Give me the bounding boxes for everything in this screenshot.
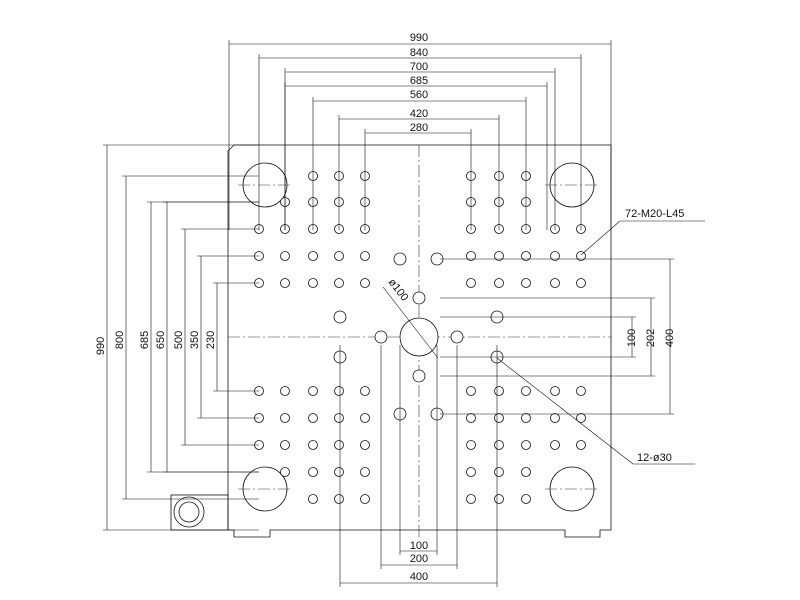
tie-bar-holes — [238, 162, 599, 512]
left-dim-500: 500 — [173, 331, 185, 349]
left-dim-685: 685 — [139, 331, 151, 349]
left-dim-650: 650 — [155, 331, 167, 349]
top-dim-685: 685 — [410, 75, 428, 87]
thread-hole — [334, 440, 344, 450]
center-hole-leader — [382, 286, 439, 359]
dimension-lines — [103, 40, 674, 587]
callouts: 72-M20-L45 12-ø30 ø100 — [386, 208, 705, 465]
thread-hole — [550, 440, 560, 450]
thread-hole — [360, 413, 370, 423]
thread-hole — [521, 440, 531, 450]
thread-hole — [360, 386, 370, 396]
thread-hole — [280, 413, 290, 423]
left-dim-230: 230 — [205, 331, 217, 349]
thread-hole — [360, 251, 370, 261]
thread-hole — [360, 278, 370, 288]
thread-hole — [334, 413, 344, 423]
thread-hole — [576, 251, 586, 261]
thread-hole — [334, 251, 344, 261]
thread-hole — [494, 413, 504, 423]
top-dim-560: 560 — [410, 89, 428, 101]
thread-hole — [550, 386, 560, 396]
thread-hole — [550, 413, 560, 423]
left-dim-800: 800 — [114, 331, 126, 349]
thread-hole — [308, 467, 318, 477]
thread-holes-callout: 72-M20-L45 — [625, 208, 684, 220]
thread-hole — [308, 494, 318, 504]
thread-hole — [280, 278, 290, 288]
thread-hole — [334, 467, 344, 477]
top-dim-840: 840 — [410, 47, 428, 59]
thread-hole — [521, 467, 531, 477]
right-dim-100: 100 — [626, 329, 638, 347]
top-dim-700: 700 — [410, 61, 428, 73]
thread-hole — [280, 251, 290, 261]
bottom-dim-100: 100 — [410, 540, 428, 552]
thread-hole — [334, 494, 344, 504]
thread-hole — [466, 467, 476, 477]
thread-hole — [466, 386, 476, 396]
top-dim-280: 280 — [410, 122, 428, 134]
thread-hole — [308, 440, 318, 450]
thread-hole — [494, 251, 504, 261]
thread-hole — [550, 278, 560, 288]
right-dim-400: 400 — [664, 329, 676, 347]
thread-hole — [521, 413, 531, 423]
right-dimension-labels: 100 202 400 — [626, 329, 676, 347]
thread-hole — [308, 278, 318, 288]
center-locating-hole — [399, 317, 439, 357]
thread-hole — [308, 413, 318, 423]
thread-hole — [360, 440, 370, 450]
thread-hole — [280, 386, 290, 396]
thread-hole — [521, 278, 531, 288]
pin-hole — [412, 369, 426, 383]
pin-hole — [374, 330, 388, 344]
thread-hole — [334, 386, 344, 396]
thread-hole — [308, 386, 318, 396]
thread-hole — [466, 251, 476, 261]
pin-hole — [393, 252, 407, 266]
top-dimension-labels: 990 840 700 685 560 420 280 — [410, 32, 428, 134]
top-dim-420: 420 — [410, 108, 428, 120]
top-dim-990: 990 — [410, 32, 428, 44]
thread-hole — [334, 278, 344, 288]
thread-hole — [521, 386, 531, 396]
bottom-dim-400: 400 — [410, 571, 428, 583]
pin-hole — [412, 291, 426, 305]
thread-hole — [494, 494, 504, 504]
thread-hole — [521, 251, 531, 261]
left-dimension-labels: 990 800 685 650 500 350 230 — [95, 331, 217, 355]
thread-hole — [466, 440, 476, 450]
thread-hole — [280, 440, 290, 450]
bottom-dim-200: 200 — [410, 553, 428, 565]
pin-hole — [450, 330, 464, 344]
thread-hole — [576, 440, 586, 450]
thread-hole — [494, 386, 504, 396]
thread-hole — [466, 494, 476, 504]
thread-hole — [466, 413, 476, 423]
thread-hole — [576, 278, 586, 288]
thread-hole — [550, 251, 560, 261]
center-hole-callout: ø100 — [386, 276, 411, 303]
bottom-dimension-labels: 100 200 400 — [410, 540, 428, 583]
thread-hole — [521, 494, 531, 504]
thread-hole — [280, 467, 290, 477]
right-dim-202: 202 — [645, 329, 657, 347]
thread-hole — [576, 413, 586, 423]
thread-hole — [360, 494, 370, 504]
left-dim-990: 990 — [95, 337, 107, 355]
thread-hole — [466, 278, 476, 288]
thread-hole — [360, 467, 370, 477]
thread-hole — [576, 386, 586, 396]
left-dim-350: 350 — [189, 331, 201, 349]
thread-hole — [308, 251, 318, 261]
thread-hole — [494, 278, 504, 288]
ejector-box — [170, 494, 229, 531]
thread-hole — [494, 467, 504, 477]
thread-hole — [494, 440, 504, 450]
pin-hole — [333, 310, 347, 324]
pin-holes-callout: 12-ø30 — [637, 452, 672, 464]
